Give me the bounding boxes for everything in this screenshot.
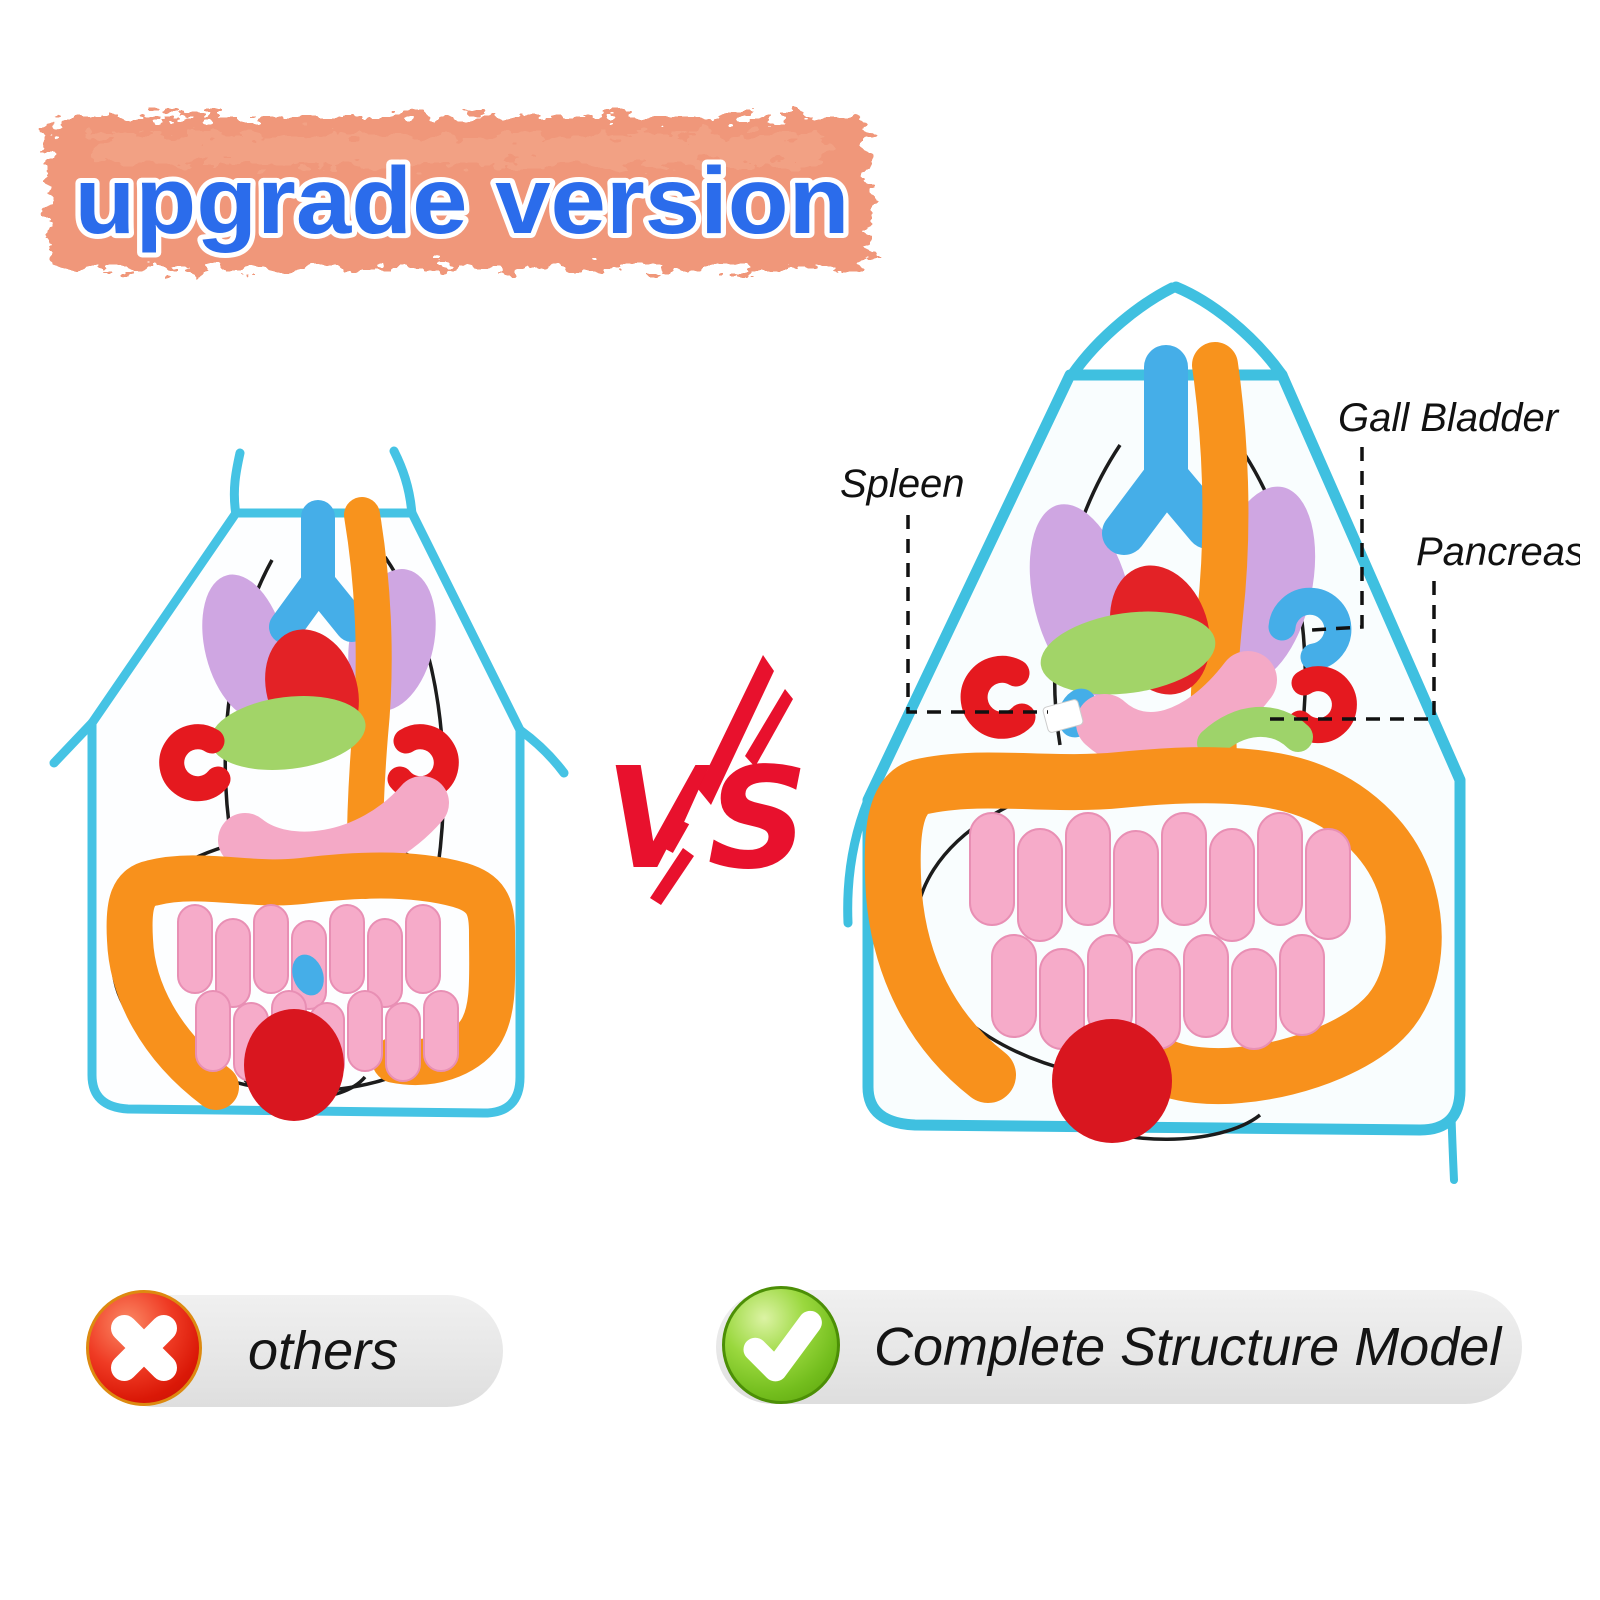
left-apron-kidney-left: [159, 724, 231, 802]
left-apron-waist-tie: [49, 718, 97, 768]
fabric-tag: [1042, 699, 1084, 733]
right-apron-gall-bladder: [1268, 587, 1352, 671]
left-apron-photo: [40, 435, 600, 1150]
complete-structure-pill: Complete Structure Model: [716, 1286, 1522, 1404]
banner-text: upgrade version: [75, 148, 850, 254]
others-label: others: [248, 1321, 399, 1381]
right-apron-spleen: [960, 655, 1036, 739]
right-apron-neck-strap: [1170, 281, 1288, 381]
pancreas-leader-line: [1266, 581, 1436, 721]
left-apron-waist-tie: [515, 725, 569, 778]
spleen-leader-line: [906, 515, 1048, 714]
left-apron-bladder: [244, 1009, 344, 1121]
vs-lightning-slash: [650, 655, 793, 905]
label-gall-bladder: Gall Bladder: [1338, 396, 1560, 440]
right-apron-neck-strap: [1066, 282, 1178, 381]
banner-brush-texture: [90, 135, 830, 165]
left-apron-gall-bladder: [292, 954, 324, 996]
left-apron-large-intestine: [106, 852, 516, 1110]
check-icon: [722, 1286, 840, 1404]
left-apron-neck-strap: [389, 446, 417, 520]
right-apron-kidney: [1287, 666, 1357, 744]
label-spleen: Spleen: [840, 462, 965, 506]
label-pancreas: Pancreas: [1416, 530, 1580, 574]
right-apron-trachea: [1102, 345, 1230, 555]
complete-structure-label: Complete Structure Model: [874, 1317, 1502, 1377]
others-pill: others: [86, 1290, 503, 1407]
left-apron-trachea: [269, 500, 369, 644]
right-apron-photo: Spleen Gall Bladder Pancreas: [820, 275, 1585, 1190]
vs-badge: VS: [595, 635, 815, 910]
right-apron-small-intestine: [969, 812, 1351, 1050]
x-cross-icon: [86, 1290, 202, 1406]
right-apron-large-intestine: [864, 747, 1442, 1105]
banner: upgrade version: [30, 95, 890, 295]
vs-text: VS: [605, 738, 802, 901]
right-apron-bladder: [1052, 1019, 1172, 1143]
right-apron-liver: [1040, 611, 1216, 695]
left-apron-neck-strap: [229, 448, 245, 520]
right-apron-pancreas: [1197, 706, 1313, 758]
gall-bladder-leader-line: [1311, 447, 1364, 632]
left-apron-liver: [210, 696, 366, 770]
right-apron-stomach: [1076, 651, 1277, 770]
